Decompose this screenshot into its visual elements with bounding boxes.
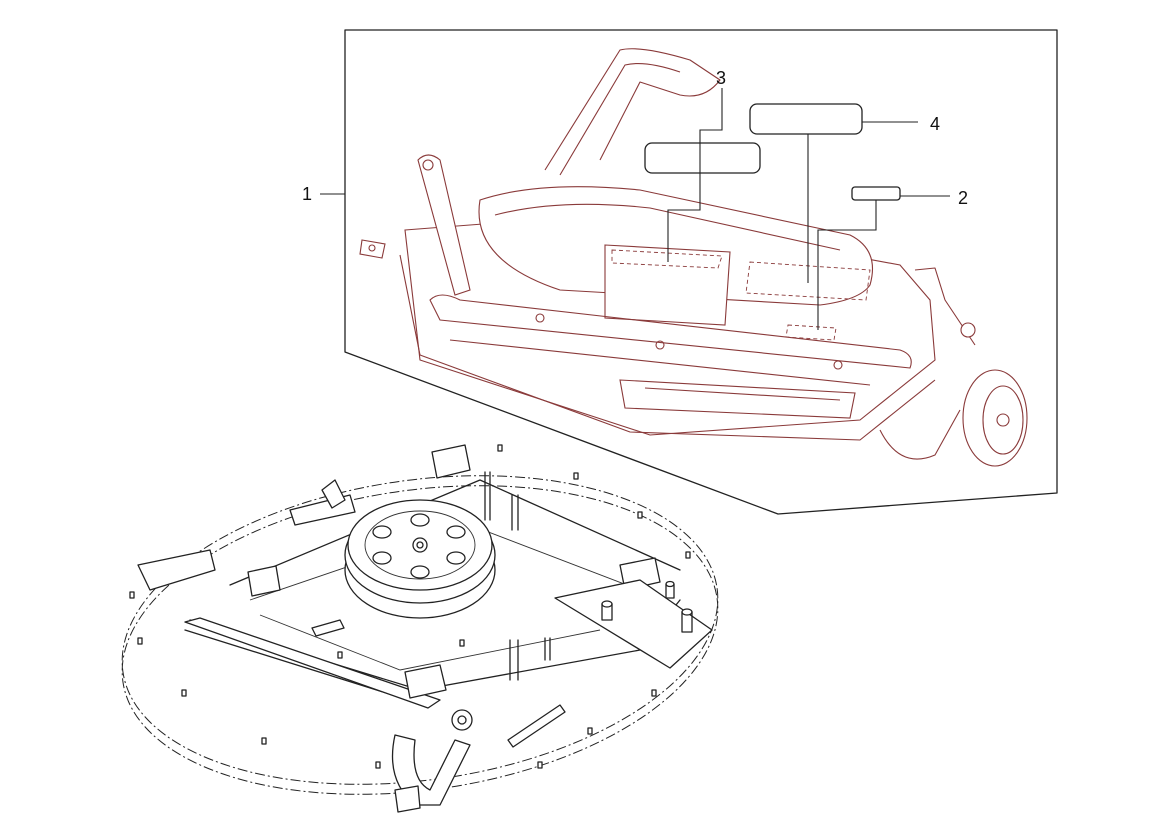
callout-2: 2: [958, 188, 968, 208]
assembly-group-outline: [344, 29, 1058, 515]
callout-3: 3: [716, 68, 726, 88]
decal-item-3: [644, 142, 761, 174]
callout-labels: 1 2 3 4: [302, 68, 968, 208]
rim-bolts: [129, 444, 691, 769]
mower-deck-base: [121, 444, 719, 813]
callout-1: 1: [302, 184, 312, 204]
deck-cover-assembly: [344, 29, 1058, 515]
leader-lines: [320, 88, 950, 330]
callout-4: 4: [930, 114, 940, 134]
decal-item-2: [851, 186, 901, 201]
pulley: [344, 499, 496, 619]
decal-item-4: [749, 103, 863, 135]
deck-pins: [484, 471, 693, 681]
